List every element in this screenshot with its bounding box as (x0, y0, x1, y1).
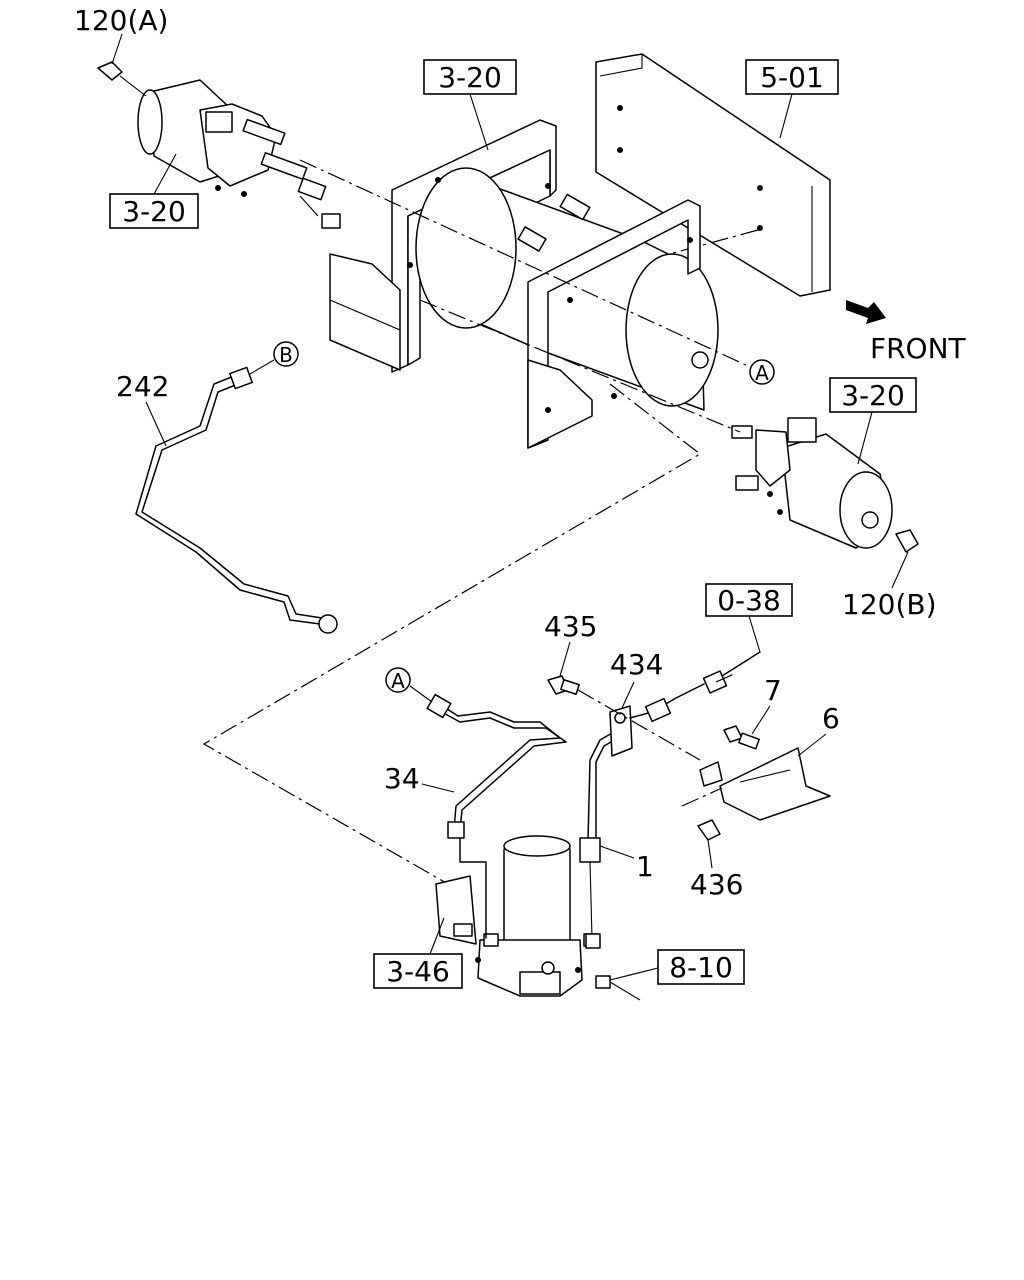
bracket-6-assembly (681, 725, 831, 841)
right-air-dryer-unit (731, 417, 919, 553)
ref-box-3-46: 3-46 (373, 917, 463, 989)
connector-b-upper: B (249, 341, 299, 375)
connector-a-upper: A (749, 359, 775, 385)
air-tank-bracket-assembly (329, 119, 719, 449)
ref-8-10-text: 8-10 (669, 951, 733, 984)
pipe-242 (135, 366, 338, 634)
ref-box-8-10: 8-10 (609, 949, 745, 985)
callout-6: 6 (822, 702, 840, 735)
clamp-434-and-hose (609, 651, 761, 757)
ref-5-01-text: 5-01 (760, 61, 824, 94)
leader-434 (621, 681, 635, 709)
lower-air-dryer-assembly (435, 835, 641, 1001)
leader-1 (599, 845, 635, 859)
leader-120a (111, 33, 123, 65)
callout-435: 435 (544, 610, 597, 643)
left-air-dryer-unit (97, 61, 341, 229)
leader-120b (891, 551, 909, 589)
leader-7 (751, 705, 771, 735)
callout-434: 434 (610, 648, 663, 681)
callout-1: 1 (636, 850, 654, 883)
bolt-435 (547, 675, 701, 761)
callout-436: 436 (690, 868, 743, 901)
ref-0-38-text: 0-38 (717, 584, 781, 617)
ref-box-3-20-left: 3-20 (109, 153, 199, 229)
callout-7: 7 (764, 674, 782, 707)
ref-box-3-20-right: 3-20 (829, 377, 917, 465)
ref-box-3-20-top: 3-20 (423, 59, 517, 151)
connector-b-upper-text: B (279, 343, 293, 367)
callout-120a: 120(A) (74, 4, 168, 37)
ref-3-20-right-text: 3-20 (841, 379, 905, 412)
connector-a-lower-text: A (391, 669, 405, 693)
leader-242 (145, 401, 167, 447)
leader-dryer-left-to-A (299, 159, 749, 367)
front-arrow-icon (846, 300, 886, 324)
pipe-34 (426, 693, 567, 839)
ref-3-46-text: 3-46 (386, 955, 450, 988)
callout-242: 242 (116, 370, 169, 403)
connector-a-upper-text: A (755, 361, 769, 385)
ref-box-5-01: 5-01 (745, 59, 839, 139)
callout-120b: 120(B) (842, 588, 937, 621)
leader-6 (797, 733, 827, 757)
ref-box-0-38: 0-38 (705, 583, 793, 653)
leader-tank-to-right-dryer (419, 299, 741, 433)
leader-436 (707, 839, 713, 869)
ref-3-20-top-text: 3-20 (438, 61, 502, 94)
pipe-1 (579, 731, 619, 949)
callout-34: 34 (384, 762, 420, 795)
leader-34 (421, 783, 455, 793)
ref-3-20-left-text: 3-20 (122, 195, 186, 228)
leader-assembly-outline (202, 383, 702, 885)
connector-a-lower: A (385, 667, 433, 703)
front-label: FRONT (870, 332, 967, 365)
leader-435 (559, 641, 571, 677)
